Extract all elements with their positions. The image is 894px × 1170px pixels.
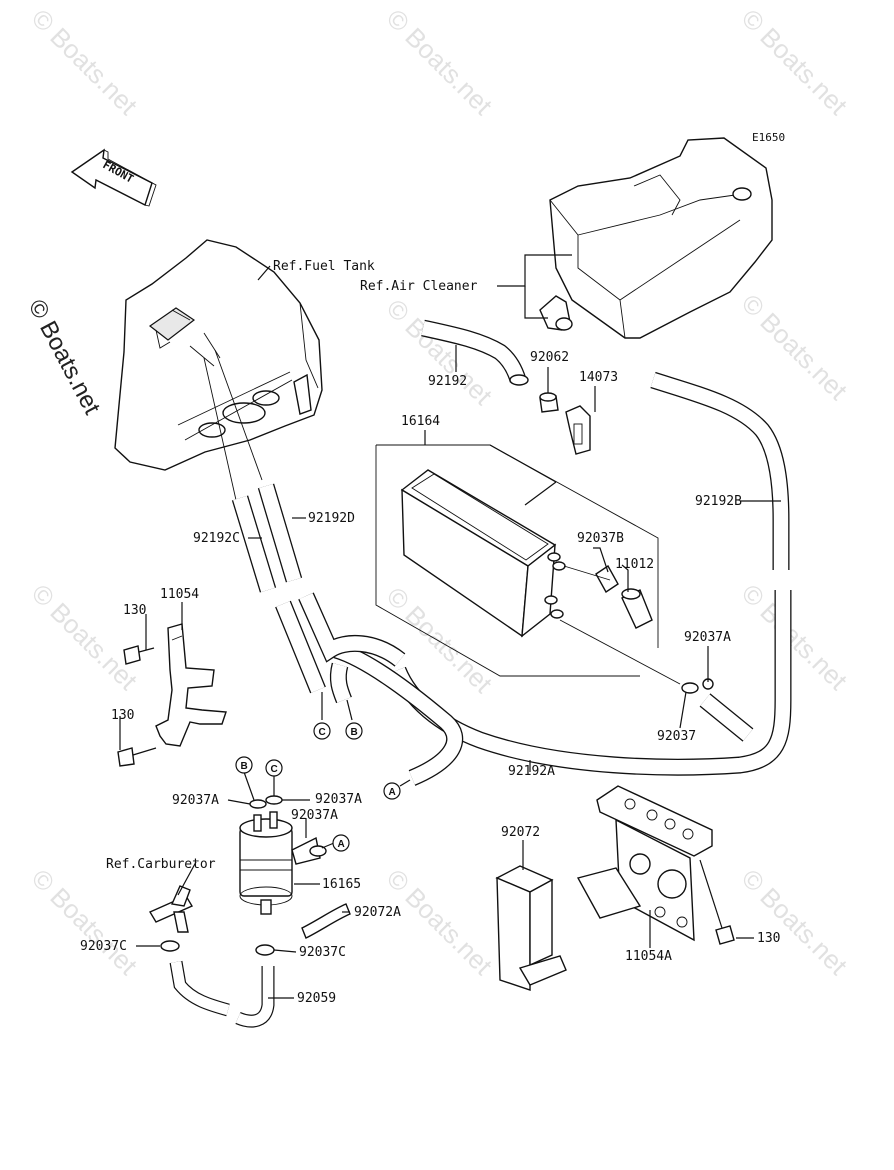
hose-92192b	[650, 371, 790, 570]
watermark: © Boats.net	[736, 578, 854, 696]
part-label-130-lower: 130	[111, 708, 134, 723]
bolt-130-lower	[117, 747, 157, 767]
part-label-92037c-right: 92037C	[299, 945, 346, 960]
part-label-11054: 11054	[160, 587, 199, 602]
clamp-92072	[495, 865, 567, 991]
part-label-92192: 92192	[428, 374, 467, 389]
svg-text:B: B	[241, 761, 248, 772]
part-label-92192b: 92192B	[695, 494, 742, 509]
watermark: © Boats.net	[26, 863, 144, 981]
strap-92072a	[301, 903, 351, 939]
clamp-92037c	[160, 940, 275, 956]
side-watermark: © Boats.net	[23, 295, 106, 419]
watermark: © Boats.net	[381, 863, 499, 981]
canister-16164	[400, 469, 566, 638]
watermark: © Boats.net	[736, 863, 854, 981]
part-label-92037a-right: 92037A	[315, 792, 362, 807]
svg-text:C: C	[319, 727, 326, 738]
part-label-16165: 16165	[322, 877, 361, 892]
fuel-filter-16165	[239, 811, 321, 915]
part-label-92037: 92037	[657, 729, 696, 744]
hose-92192	[421, 319, 529, 386]
part-label-92059: 92059	[297, 991, 336, 1006]
t-joint-carburetor	[148, 885, 194, 933]
part-label-92072: 92072	[501, 825, 540, 840]
svg-text:A: A	[338, 839, 345, 850]
hose-to-a	[333, 641, 464, 786]
callout-c-hose: C	[313, 722, 331, 740]
part-label-130-right: 130	[757, 931, 780, 946]
front-arrow-icon: FRONT	[70, 148, 157, 207]
fitting-92062	[539, 392, 559, 413]
ref-fuel-tank-label: Ref.Fuel Tank	[273, 259, 375, 274]
callout-c-filter: C	[265, 759, 283, 777]
watermark: © Boats.net	[736, 3, 854, 121]
callout-a-filter: A	[332, 834, 350, 852]
part-label-11012: 11012	[615, 557, 654, 572]
svg-text:B: B	[351, 727, 358, 738]
clamp-92037a-group	[249, 678, 714, 857]
part-label-14073: 14073	[579, 370, 618, 385]
svg-text:C: C	[271, 764, 278, 775]
part-label-92192c: 92192C	[193, 531, 240, 546]
part-label-92072a: 92072A	[354, 905, 401, 920]
callout-a-hose: A	[383, 782, 401, 800]
part-label-92037a-filter: 92037A	[291, 808, 338, 823]
bolt-130-right	[699, 859, 735, 945]
hose-92192c	[203, 357, 326, 694]
canister-group-outline	[375, 445, 640, 677]
bolt-130-upper	[123, 645, 155, 665]
bracket-11054a	[576, 785, 713, 942]
watermark: © Boats.net	[26, 3, 144, 121]
svg-text:A: A	[389, 787, 396, 798]
hose-92192d	[214, 349, 406, 704]
figure-code: E1650	[752, 131, 785, 144]
ref-air-cleaner-label: Ref.Air Cleaner	[360, 279, 478, 294]
part-label-11054a: 11054A	[625, 949, 672, 964]
ref-carburetor-label: Ref.Carburetor	[106, 857, 216, 872]
bracket-11054	[155, 623, 227, 747]
fuel-tank-illustration	[114, 239, 323, 471]
watermark: © Boats.net	[26, 578, 144, 696]
clamp-14073	[565, 405, 591, 455]
air-cleaner-illustration	[539, 137, 773, 339]
part-label-16164: 16164	[401, 414, 440, 429]
callout-b-filter: B	[235, 756, 253, 774]
part-label-92192a: 92192A	[508, 764, 555, 779]
cap-11012	[621, 588, 653, 629]
part-label-92037b: 92037B	[577, 531, 624, 546]
leader-lines	[119, 254, 781, 999]
hose-92059	[169, 960, 275, 1028]
part-label-130-upper: 130	[123, 603, 146, 618]
part-label-92037c-left: 92037C	[80, 939, 127, 954]
part-label-92192d: 92192D	[308, 511, 355, 526]
part-label-92037a-canister: 92037A	[684, 630, 731, 645]
part-label-92062: 92062	[530, 350, 569, 365]
callout-b-hose: B	[345, 722, 363, 740]
watermark: © Boats.net	[736, 288, 854, 406]
watermark: © Boats.net	[381, 3, 499, 121]
part-label-92037a-left: 92037A	[172, 793, 219, 808]
